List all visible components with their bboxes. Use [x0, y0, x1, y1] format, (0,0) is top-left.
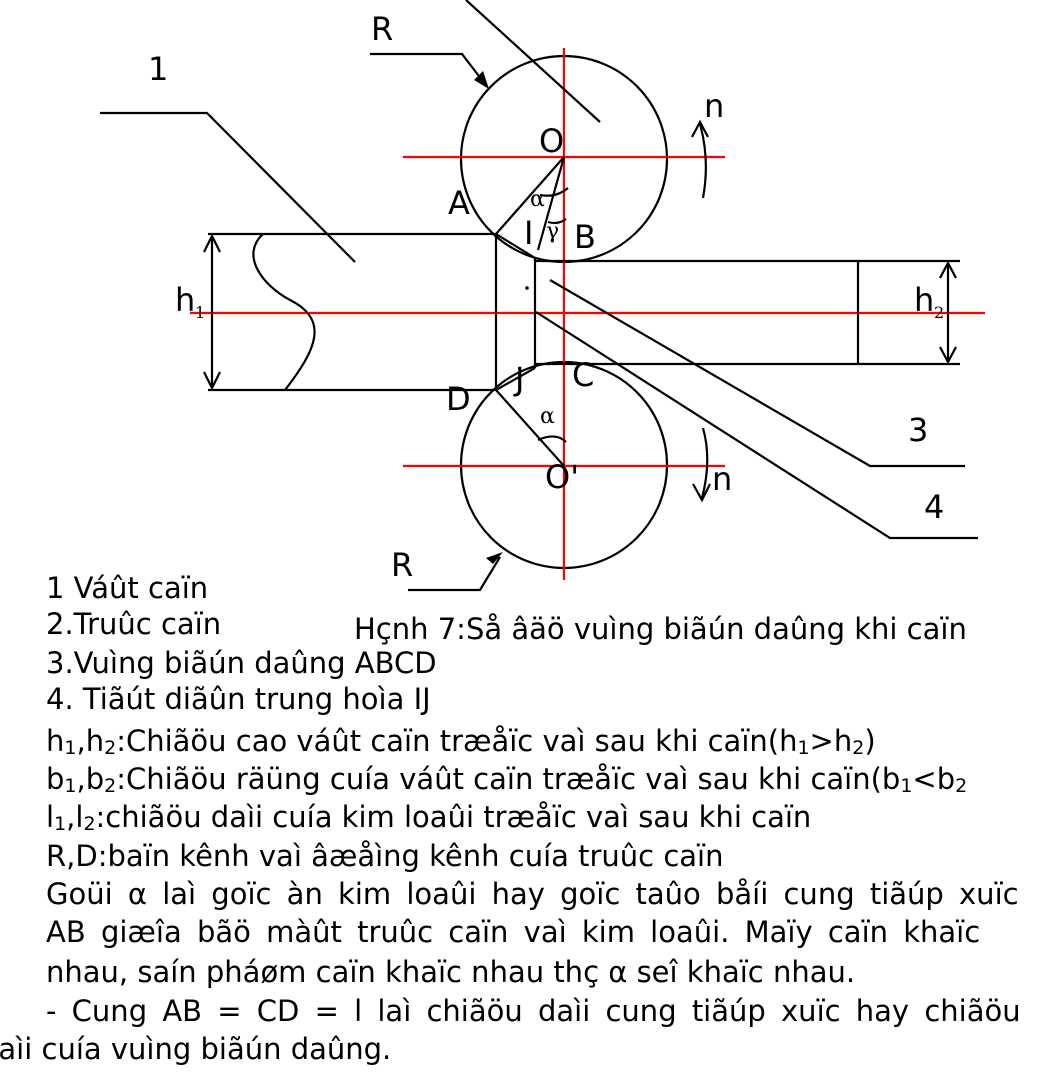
- svg-text:2: 2: [934, 303, 944, 322]
- svg-text:1: 1: [195, 303, 205, 322]
- center-dot: [525, 286, 529, 290]
- leader-1: [100, 111, 356, 263]
- radius-OA: [495, 156, 565, 235]
- label-O: O: [539, 122, 564, 160]
- label-h2: h 2: [914, 281, 944, 322]
- leader-R-bottom-arrowhead: [486, 552, 503, 564]
- figure-caption: Hçnh 7:Så âäö vuìng biãún daûng khi caïn: [354, 612, 967, 646]
- legend-item-1: 1 Váût caïn: [46, 571, 209, 605]
- legend-h-definition: h1,h2:Chiãöu cao váût caïn træåïc vaì sa…: [46, 724, 876, 759]
- body-paragraph-1-line-2: AB giæîa bãö màût truûc caïn vaì kim loa…: [46, 915, 981, 949]
- label-A: A: [448, 184, 470, 222]
- label-n-bottom: n: [712, 460, 732, 498]
- label-O-prime: O': [545, 458, 579, 496]
- body-paragraph-2-line-2: daìi cuía vuìng biãún daûng.: [0, 1032, 392, 1066]
- label-3: 3: [908, 411, 928, 449]
- label-C: C: [572, 356, 594, 394]
- alpha-arc-bottom: [537, 435, 567, 443]
- body-paragraph-1-line-3: nhau, saín pháøm caïn khaïc nhau thç α s…: [46, 955, 856, 989]
- label-gamma: γ: [546, 219, 559, 244]
- gamma-arc: [547, 218, 567, 225]
- label-4: 4: [924, 488, 944, 526]
- label-1: 1: [148, 50, 168, 88]
- leader-3: [549, 279, 965, 468]
- leader-R-bottom: [408, 556, 501, 592]
- label-I: I: [524, 214, 533, 252]
- label-R-top: R: [371, 10, 393, 48]
- break-line: [252, 233, 316, 391]
- label-alpha-top: α: [530, 187, 545, 212]
- alpha-arc-top: [539, 187, 569, 197]
- h1-dimension: [203, 233, 221, 391]
- legend-l-definition: l1,l2:chiãöu daìi cuía kim loaûi træåïc …: [46, 800, 812, 835]
- legend-item-3: 3.Vuìng biãún daûng ABCD: [46, 646, 437, 680]
- svg-text:h: h: [914, 281, 934, 319]
- radius-O'D: [495, 389, 565, 467]
- radius-OI: [536, 156, 566, 251]
- leader-4: [535, 311, 978, 540]
- label-n-top: n: [704, 87, 724, 125]
- bottom-roll-rotation-arrow: [692, 427, 711, 503]
- legend-item-2: 2.Truûc caïn: [46, 607, 222, 641]
- legend-b-definition: b1,b2:Chiãöu räüng cuía váût caïn træåïc…: [46, 762, 968, 797]
- label-h1: h 1: [175, 281, 205, 322]
- label-J: J: [513, 360, 524, 398]
- label-alpha-bottom: α: [540, 404, 555, 429]
- workpiece: [208, 232, 960, 392]
- body-paragraph-2-line-1: - Cung AB = CD = l laì chiãöu daìi cung …: [46, 994, 1021, 1028]
- label-R-bottom: R: [391, 546, 413, 584]
- leader-2: [465, 0, 601, 123]
- svg-text:h: h: [175, 281, 195, 319]
- leader-R-top: [370, 52, 486, 85]
- leader-R-top-arrowhead: [474, 71, 489, 89]
- label-D: D: [446, 380, 471, 418]
- top-roll-rotation-arrow: [691, 119, 709, 199]
- legend-item-4: 4. Tiãút diãûn trung hoìa IJ: [46, 682, 431, 716]
- label-B: B: [574, 218, 596, 256]
- body-paragraph-1-line-1: Goüi α laì goïc àn kim loaûi hay goïc ta…: [46, 877, 1019, 911]
- legend-rd-definition: R,D:baïn kênh vaì âæåìng kênh cuía truûc…: [46, 839, 724, 873]
- h2-dimension: [939, 260, 957, 365]
